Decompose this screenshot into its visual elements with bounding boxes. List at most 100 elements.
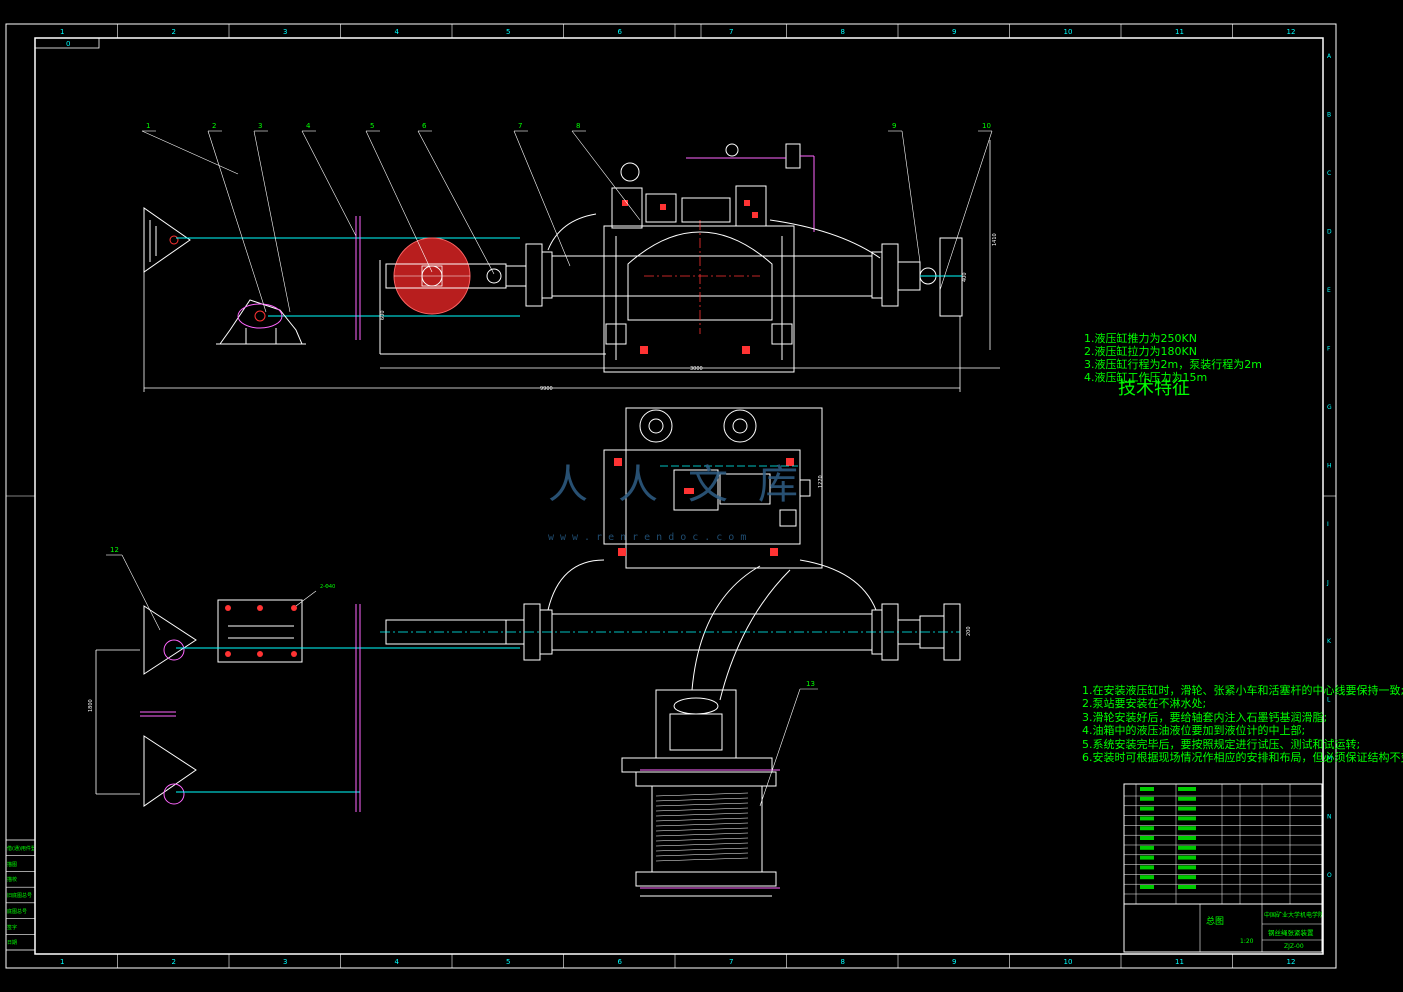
- technical-requirements-list: 1.在安装液压缸时，滑轮、张紧小车和活塞杆的中心线要保持一致; 2.泵站要安装在…: [1082, 684, 1403, 764]
- callout-label: 12: [110, 546, 119, 554]
- zone-number-bottom: 11: [1175, 958, 1184, 966]
- zone-letter: E: [1327, 287, 1331, 294]
- title-scale: 1:20: [1240, 938, 1254, 945]
- dimension-text: 200: [966, 626, 972, 636]
- dimension-text: 9900: [540, 386, 553, 392]
- zone-number-top: 11: [1175, 28, 1184, 36]
- valve-block: [547, 143, 881, 259]
- corner-box-text: 0: [66, 40, 70, 48]
- zone-letter: H: [1327, 463, 1332, 470]
- stamp-label: 描校: [7, 877, 18, 884]
- zone-letter: J: [1326, 580, 1329, 587]
- winch-rope-coil: [655, 792, 749, 862]
- zone-letter: O: [1327, 872, 1332, 879]
- zone-letter: M: [1327, 755, 1332, 762]
- hydraulic-cylinder: [505, 243, 921, 307]
- corner-box: [34, 37, 100, 49]
- pump-station-housing: [603, 225, 795, 373]
- callout-label: 7: [518, 122, 522, 130]
- zone-letter: L: [1327, 697, 1331, 704]
- stamp-label: 旧底图总号: [7, 893, 33, 900]
- zone-number-top: 2: [172, 28, 176, 36]
- left-anchor-bracket: [143, 207, 191, 273]
- zone-letter: A: [1327, 53, 1332, 60]
- callout-label: 13: [806, 680, 815, 688]
- stamp-label: 底图总号: [7, 908, 28, 915]
- valve-markers: [622, 200, 758, 354]
- tech-feature-4: 4.液压缸工作压力为15m: [1084, 371, 1208, 384]
- zone-letter: C: [1327, 170, 1331, 177]
- zone-letter: N: [1327, 814, 1332, 821]
- plan-anchor-upper: [143, 599, 303, 675]
- plan-dimension-texts: 1800 1270 200: [88, 475, 972, 712]
- zone-number-top: 5: [506, 28, 510, 36]
- callout-label: 1: [146, 122, 150, 130]
- bolt-spec-label: 2-Φ40: [320, 584, 335, 590]
- callout-label: 2: [212, 122, 216, 130]
- dimension-text: 1800: [88, 699, 94, 712]
- tech-req-1: 1.在安装液压缸时，滑轮、张紧小车和活塞杆的中心线要保持一致;: [1082, 684, 1403, 697]
- tech-req-3: 3.滑轮安装好后，要给轴套内注入石墨钙基润滑脂;: [1082, 710, 1328, 724]
- zone-letter: D: [1327, 229, 1332, 236]
- watermark-url: www.renrendoc.com: [548, 532, 753, 543]
- plan-valve-markers: [614, 458, 794, 556]
- top-dimension-lines: [143, 140, 1000, 392]
- zone-number-bottom: 12: [1287, 958, 1296, 966]
- title-drawing-name: 总图: [1206, 917, 1225, 927]
- zone-letter: G: [1327, 404, 1332, 411]
- ground-pulley-seat: [216, 299, 306, 345]
- title-company: 中国矿业大学机电学院: [1264, 912, 1322, 919]
- tension-pulley: [393, 237, 471, 315]
- zone-number-bottom: 4: [395, 958, 400, 966]
- zone-letter: I: [1327, 521, 1329, 528]
- left-stamp-block: [5, 839, 36, 951]
- zone-number-bottom: 2: [172, 958, 176, 966]
- zone-number-top: 4: [395, 28, 400, 36]
- zone-number-bottom: 6: [618, 958, 623, 966]
- bom-table: [1123, 783, 1323, 953]
- plan-anchor-lower: [143, 735, 197, 807]
- technical-features-list: 1.液压缸推力为250KN 2.液压缸拉力为180KN 3.液压缸行程为2m，泵…: [1084, 332, 1262, 384]
- watermark-text: 人人文库: [548, 462, 828, 508]
- zone-markers: 112233445566778899101011111212ABCDEFGHIJ…: [6, 24, 1336, 968]
- zone-number-top: 1: [60, 28, 64, 36]
- stamp-label: 描图: [7, 861, 18, 868]
- dimension-text: 1270: [818, 475, 824, 488]
- callout-label: 8: [576, 122, 580, 130]
- zone-letter: B: [1327, 112, 1331, 119]
- plan-callouts: 12 13 2-Φ40: [106, 546, 818, 807]
- callout-label: 3: [258, 122, 262, 130]
- left-stamp-labels: 借(通)用件登记描图描校旧底图总号底图总号签字日期: [7, 842, 34, 952]
- tech-feature-2: 2.液压缸拉力为180KN: [1084, 345, 1197, 358]
- callout-label: 5: [370, 122, 374, 130]
- callout-label: 4: [306, 122, 311, 130]
- callout-label: 9: [892, 122, 896, 130]
- zone-number-bottom: 7: [729, 958, 733, 966]
- tech-feature-3: 3.液压缸行程为2m，泵装行程为2m: [1084, 358, 1262, 371]
- right-anchor-bracket: [919, 237, 963, 317]
- zone-number-bottom: 8: [841, 958, 845, 966]
- zone-number-top: 8: [841, 28, 845, 36]
- plan-bolt-markers: [225, 605, 297, 657]
- dimension-text: 600: [380, 310, 386, 320]
- zone-letter: F: [1327, 346, 1331, 353]
- stamp-label: 借(通)用件登记: [7, 846, 34, 852]
- zone-number-top: 6: [618, 28, 623, 36]
- rope-winch: [621, 689, 777, 897]
- callout-label: 10: [982, 122, 991, 130]
- tech-req-6: 6.安装时可根据现场情况作相应的安排和布局，但必须保证结构不变。: [1082, 751, 1403, 765]
- plan-view: 12 13 2-Φ40 1800 1270 200: [88, 407, 972, 897]
- title-drawing-no: ZJZ-00: [1284, 943, 1304, 950]
- zone-number-top: 12: [1287, 28, 1296, 36]
- zone-letter: K: [1327, 638, 1332, 645]
- technical-features-title: 技术特征: [1118, 378, 1190, 399]
- stamp-label: 日期: [7, 940, 18, 947]
- zone-number-top: 9: [952, 28, 956, 36]
- zone-number-bottom: 9: [952, 958, 956, 966]
- tech-req-5: 5.系统安装完毕后，要按照规定进行试压、测试和试运转;: [1082, 737, 1361, 751]
- tech-req-2: 2.泵站要安装在不淋水处;: [1082, 697, 1207, 711]
- zone-number-top: 7: [729, 28, 733, 36]
